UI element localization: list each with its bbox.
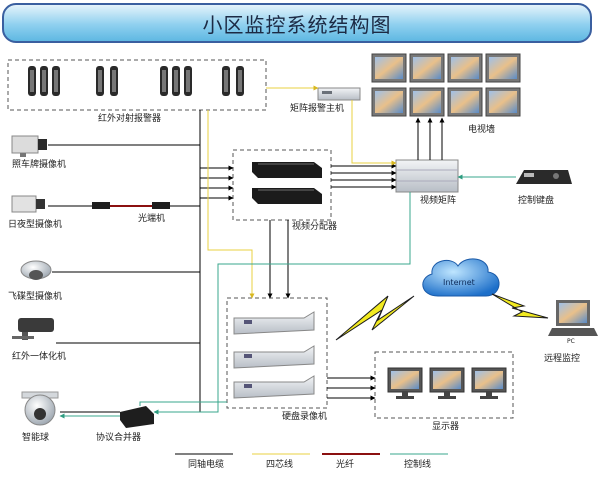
optical-transceiver-label: 光端机 — [138, 214, 165, 224]
optical-transceiver-right — [152, 202, 170, 209]
protocol-combiner-label: 协议合并器 — [96, 433, 141, 443]
hdd-recorder-devices — [234, 312, 314, 398]
optical-transceiver-left — [92, 202, 110, 209]
protocol-combiner-device — [120, 406, 154, 428]
video-matrix-label: 视频矩阵 — [420, 196, 456, 206]
saucer-camera-label: 飞碟型摄像机 — [8, 292, 62, 302]
wireless-link-bolt-left — [336, 296, 414, 340]
infrared-beam-detectors — [28, 66, 244, 96]
plate-camera-device — [12, 136, 47, 157]
hdd-recorder-label: 硬盘录像机 — [282, 412, 327, 422]
ir-integrated-camera-device — [12, 318, 54, 340]
legend-four-core-label: 四芯线 — [266, 460, 293, 470]
plate-camera-label: 照车牌摄像机 — [12, 160, 66, 170]
matrix-alarm-host-device — [318, 88, 360, 100]
speed-dome-label: 智能球 — [22, 433, 49, 443]
remote-monitoring-label: 远程监控 — [544, 354, 580, 364]
tv-wall-screen — [448, 88, 482, 116]
tv-wall-screen — [372, 54, 406, 82]
legend-coax-label: 同轴电缆 — [188, 460, 224, 470]
monitors-label: 显示器 — [432, 422, 459, 432]
monitor-screens — [388, 368, 506, 399]
saucer-camera-device — [21, 261, 51, 280]
speed-dome-device — [22, 392, 58, 425]
video-matrix-device — [396, 160, 458, 192]
legend-fiber-label: 光纤 — [336, 460, 354, 470]
tv-wall-screen — [410, 88, 444, 116]
monitor-display — [472, 368, 506, 399]
legend-control-label: 控制线 — [404, 460, 431, 470]
infrared-alarm-label: 红外对射报警器 — [98, 114, 161, 124]
ir-integrated-camera-label: 红外一体化机 — [12, 352, 66, 362]
day-night-camera-device — [12, 196, 45, 212]
distributor-group-box — [233, 150, 331, 220]
tv-wall-screen — [410, 54, 444, 82]
control-keyboard-label: 控制键盘 — [518, 196, 554, 206]
monitor-display — [388, 368, 422, 399]
remote-pc-device — [548, 300, 598, 336]
tv-wall-screen — [372, 88, 406, 116]
monitor-display — [430, 368, 464, 399]
pc-label: PC — [567, 338, 575, 345]
matrix-alarm-host-label: 矩阵报警主机 — [290, 104, 344, 114]
tv-wall-label: 电视墙 — [468, 125, 495, 135]
control-keyboard-device — [516, 170, 572, 184]
tv-wall-screen — [486, 88, 520, 116]
wireless-link-bolt-right — [492, 294, 548, 318]
tv-wall-screen — [448, 54, 482, 82]
day-night-camera-label: 日夜型摄像机 — [8, 220, 62, 230]
video-distributor-label: 视频分配器 — [292, 222, 337, 232]
video-distributor-devices — [252, 162, 322, 204]
tv-wall-screens — [372, 54, 520, 116]
internet-label: Internet — [443, 278, 475, 288]
tv-wall-screen — [486, 54, 520, 82]
